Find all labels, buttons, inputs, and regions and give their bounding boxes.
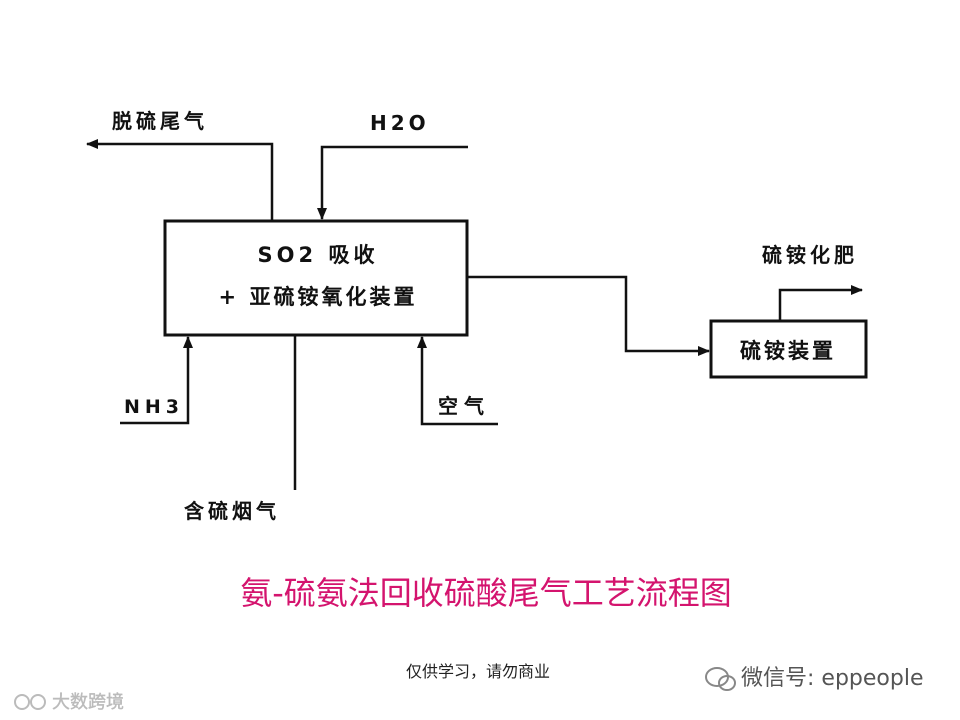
footer-note: 仅供学习，请勿商业 [406,662,550,681]
diagram-caption: 氨-硫氨法回收硫酸尾气工艺流程图 [240,574,732,612]
wechat-icon [705,667,736,691]
fertilizer-arrow [778,285,863,321]
corner-watermark: 大数跨境 [14,692,124,713]
wechat-badge: 微信号: eppeople [705,666,923,691]
ammonia-inlet-arrow [120,336,193,425]
air-label: 空气 [438,394,490,418]
flue-gas-label: 含硫烟气 [184,499,280,523]
product-unit-box [709,319,868,379]
main-unit-label-line2: + 亚硫铵氧化装置 [219,285,418,309]
wechat-id-label: 微信号: eppeople [741,666,923,691]
air-inlet-arrow [417,336,498,426]
ammonia-label: NH3 [124,396,184,418]
tail-gas-label: 脱硫尾气 [112,109,208,133]
tail-gas-arrow [86,139,274,221]
water-label: H2O [370,111,430,135]
watermark-label: 大数跨境 [52,692,124,713]
main-unit-box [163,219,469,337]
fertilizer-label: 硫铵化肥 [762,243,858,267]
product-unit-label: 硫铵装置 [740,339,836,363]
to-product-unit-arrow [467,275,710,356]
watermark-logo-icon [14,694,46,710]
main-unit-label-line1: SO2 吸收 [258,243,379,267]
water-inlet-arrow [317,145,468,220]
